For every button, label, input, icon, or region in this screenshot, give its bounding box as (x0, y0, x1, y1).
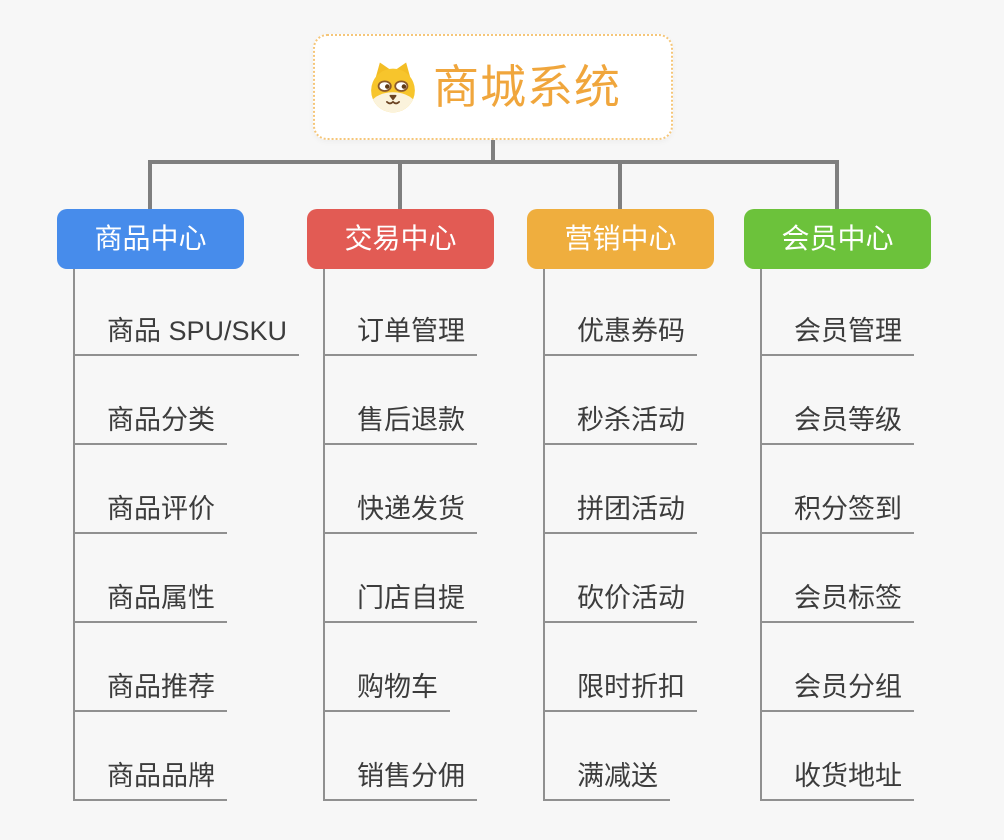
dog-icon (365, 59, 421, 115)
branch-label: 营销中心 (564, 223, 677, 254)
child-item[interactable]: 门店自提 (323, 580, 477, 623)
branch-node[interactable]: 会员中心 (744, 209, 931, 269)
connector-drop (618, 160, 622, 209)
branch-vline (73, 269, 75, 801)
child-item[interactable]: 会员管理 (760, 313, 914, 356)
branch-node[interactable]: 营销中心 (527, 209, 714, 269)
connector-drop (148, 160, 152, 209)
branch-node[interactable]: 交易中心 (307, 209, 494, 269)
branch-label: 会员中心 (781, 223, 894, 254)
branch-vline (543, 269, 545, 801)
connector-drop (398, 160, 402, 209)
child-item[interactable]: 商品属性 (73, 580, 227, 623)
child-item[interactable]: 收货地址 (760, 758, 914, 801)
child-item[interactable]: 售后退款 (323, 402, 477, 445)
child-item[interactable]: 快递发货 (323, 491, 477, 534)
child-item[interactable]: 商品评价 (73, 491, 227, 534)
connector-root-stem (491, 140, 495, 164)
child-item[interactable]: 商品 SPU/SKU (73, 313, 300, 356)
child-item[interactable]: 商品分类 (73, 402, 227, 445)
child-item[interactable]: 商品推荐 (73, 669, 227, 712)
child-item[interactable]: 会员标签 (760, 580, 914, 623)
connector-drop (835, 160, 839, 209)
branch-vline (760, 269, 762, 801)
branch-node[interactable]: 商品中心 (57, 209, 244, 269)
child-item[interactable]: 商品品牌 (73, 758, 227, 801)
child-item[interactable]: 限时折扣 (543, 669, 697, 712)
child-item[interactable]: 订单管理 (323, 313, 477, 356)
child-item[interactable]: 秒杀活动 (543, 402, 697, 445)
branch-vline (323, 269, 325, 801)
child-item[interactable]: 销售分佣 (323, 758, 477, 801)
child-item[interactable]: 满减送 (543, 758, 670, 801)
root-node[interactable]: 商城系统 (313, 34, 673, 140)
child-item[interactable]: 会员等级 (760, 402, 914, 445)
branch-label: 商品中心 (94, 223, 207, 254)
root-title: 商城系统 (433, 61, 621, 113)
child-item[interactable]: 砍价活动 (543, 580, 697, 623)
child-item[interactable]: 优惠券码 (543, 313, 697, 356)
child-item[interactable]: 积分签到 (760, 491, 914, 534)
child-item[interactable]: 拼团活动 (543, 491, 697, 534)
child-item[interactable]: 购物车 (323, 669, 450, 712)
branch-label: 交易中心 (344, 223, 457, 254)
child-item[interactable]: 会员分组 (760, 669, 914, 712)
connector-horizontal (148, 160, 838, 164)
